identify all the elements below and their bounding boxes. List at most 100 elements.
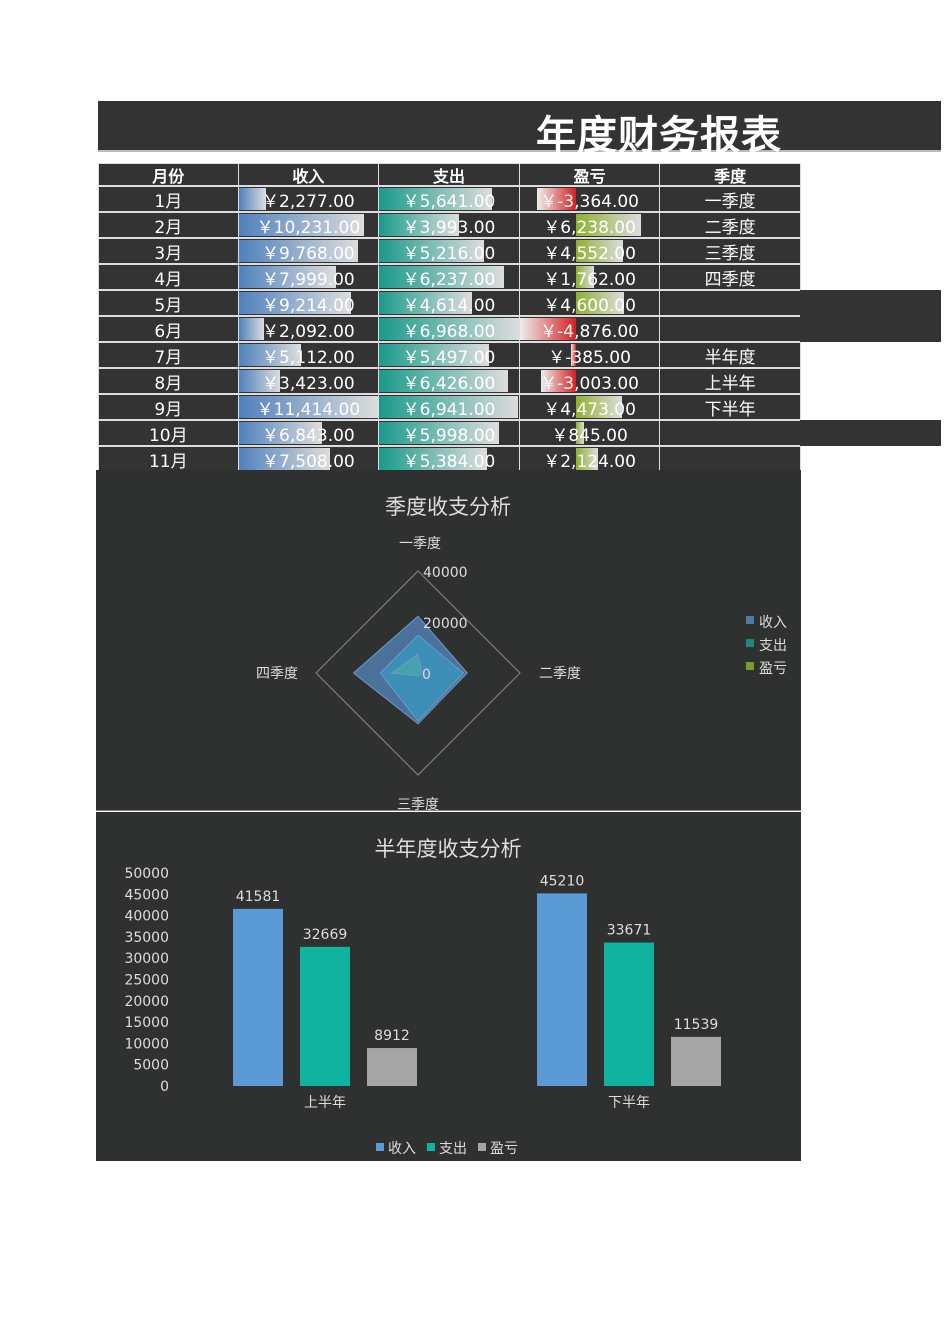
legend-swatch — [427, 1143, 435, 1151]
radar-tick-label: 40000 — [423, 565, 468, 581]
income-data-bar — [238, 266, 337, 288]
income-cell: ￥11,414.00 — [238, 394, 380, 420]
legend-swatch — [376, 1143, 384, 1151]
chart-title: 半年度收支分析 — [375, 837, 522, 861]
radar-series-2 — [389, 653, 423, 677]
expense-cell: ￥5,216.00 — [379, 238, 520, 264]
income-cell: ￥7,508.00 — [238, 446, 380, 472]
month-cell: 1月 — [98, 186, 239, 212]
profit-data-bar — [537, 188, 576, 210]
table-row: 9月 ￥11,414.00 ￥6,941.00 ￥4,473.00 下半年 — [98, 394, 801, 420]
month-cell: 9月 — [98, 394, 239, 420]
dark-fill — [800, 316, 941, 342]
column-header: 支出 — [379, 163, 520, 186]
profit-cell: ￥-385.00 — [519, 342, 661, 368]
profit-cell: ￥-4,876.00 — [519, 316, 661, 342]
column-header: 盈亏 — [519, 163, 661, 186]
income-cell: ￥9,214.00 — [238, 290, 380, 316]
y-tick-label: 40000 — [124, 909, 169, 925]
profit-data-bar — [575, 292, 624, 314]
expense-data-bar — [379, 370, 508, 392]
expense-cell: ￥3,993.00 — [379, 212, 520, 238]
expense-data-bar — [379, 344, 490, 366]
column-header: 月份 — [98, 163, 239, 186]
month-cell: 7月 — [98, 342, 239, 368]
table-row: 5月 ￥9,214.00 ￥4,614.00 ￥4,600.00 — [98, 290, 801, 316]
expense-data-bar — [379, 318, 519, 340]
profit-cell: ￥-3,003.00 — [519, 368, 661, 394]
radar-tick-label: 0 — [422, 667, 431, 683]
income-cell: ￥6,843.00 — [238, 420, 380, 446]
legend-label: 收入 — [759, 615, 787, 631]
profit-data-bar — [575, 266, 595, 288]
month-cell: 4月 — [98, 264, 239, 290]
radar-grid — [315, 570, 521, 776]
table-row: 11月 ￥7,508.00 ￥5,384.00 ￥2,124.00 — [98, 446, 801, 472]
data-label: 32669 — [303, 927, 348, 943]
y-tick-label: 50000 — [124, 866, 169, 882]
profit-data-bar — [575, 422, 585, 444]
column-header: 季度 — [660, 163, 801, 186]
income-cell: ￥9,768.00 — [238, 238, 380, 264]
dark-fill — [800, 420, 941, 446]
profit-data-bar — [519, 318, 576, 340]
legend-swatch — [746, 662, 754, 670]
x-tick-label: 上半年 — [304, 1095, 346, 1111]
bar — [537, 893, 587, 1086]
income-data-bar — [238, 370, 281, 392]
table-row: 6月 ￥2,092.00 ￥6,968.00 ￥-4,876.00 — [98, 316, 801, 342]
income-data-bar — [238, 318, 265, 340]
income-data-bar — [238, 292, 352, 314]
month-cell: 5月 — [98, 290, 239, 316]
expense-data-bar — [379, 240, 484, 262]
quarter-cell — [660, 290, 801, 316]
y-tick-label: 25000 — [124, 973, 169, 989]
income-data-bar — [238, 240, 359, 262]
radar-axis-label: 一季度 — [399, 536, 441, 552]
quarter-cell: 二季度 — [660, 212, 801, 238]
bar — [604, 942, 654, 1086]
income-data-bar — [238, 422, 323, 444]
y-tick-label: 10000 — [124, 1036, 169, 1052]
bar — [233, 908, 283, 1086]
bar — [300, 946, 350, 1086]
radar-axis-label: 三季度 — [397, 797, 439, 811]
expense-data-bar — [379, 292, 472, 314]
income-cell: ￥7,999.00 — [238, 264, 380, 290]
chart-title: 季度收支分析 — [385, 495, 511, 519]
expense-cell: ￥6,237.00 — [379, 264, 520, 290]
expense-data-bar — [379, 422, 500, 444]
profit-data-bar — [571, 344, 576, 366]
table-row: 10月 ￥6,843.00 ￥5,998.00 ￥845.00 — [98, 420, 801, 446]
month-cell: 2月 — [98, 212, 239, 238]
income-data-bar — [238, 344, 302, 366]
y-tick-label: 15000 — [124, 1015, 169, 1031]
table-row: 4月 ￥7,999.00 ￥6,237.00 ￥1,762.00 四季度 — [98, 264, 801, 290]
dark-fill — [800, 290, 941, 316]
expense-data-bar — [379, 448, 488, 470]
month-cell: 8月 — [98, 368, 239, 394]
month-cell: 11月 — [98, 446, 239, 472]
month-cell: 10月 — [98, 420, 239, 446]
radar-axis-label: 四季度 — [256, 666, 298, 682]
page-title: 年度财务报表 — [536, 113, 782, 159]
profit-cell: ￥4,600.00 — [519, 290, 661, 316]
income-cell: ￥5,112.00 — [238, 342, 380, 368]
y-tick-label: 20000 — [124, 994, 169, 1010]
legend-swatch — [746, 639, 754, 647]
profit-data-bar — [575, 214, 641, 236]
expense-data-bar — [379, 214, 460, 236]
profit-cell: ￥1,762.00 — [519, 264, 661, 290]
x-tick-label: 下半年 — [608, 1095, 650, 1111]
table-row: 1月 ￥2,277.00 ￥5,641.00 ￥-3,364.00 一季度 — [98, 186, 801, 212]
title-bar: 年度财务报表 — [98, 101, 941, 159]
y-tick-label: 0 — [160, 1079, 169, 1095]
expense-cell: ￥6,426.00 — [379, 368, 520, 394]
quarter-cell: 一季度 — [660, 186, 801, 212]
profit-cell: ￥6,238.00 — [519, 212, 661, 238]
radar-tick-label: 20000 — [423, 616, 468, 632]
legend-label: 盈亏 — [759, 661, 787, 677]
income-data-bar — [238, 448, 331, 470]
quarter-cell: 半年度 — [660, 342, 801, 368]
